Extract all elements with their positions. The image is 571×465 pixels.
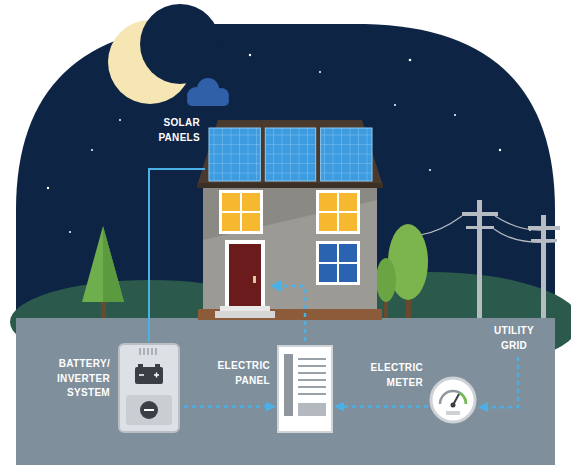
- power-flow-arrow: [184, 405, 274, 408]
- node-label: ELECTRIC PANEL: [207, 359, 270, 388]
- night-sky: [16, 24, 555, 465]
- node-label: ELECTRIC METER: [365, 361, 423, 390]
- node-label: BATTERY/ INVERTER SYSTEM: [34, 357, 110, 401]
- utility-grid-label: UTILITY GRID: [484, 324, 544, 353]
- solar-wire: [149, 169, 205, 342]
- solar-panel-art: [206, 126, 374, 183]
- label-holder: BATTERY/ INVERTER SYSTEM: [34, 357, 110, 401]
- power-flow-arrow: [336, 405, 428, 408]
- house: [197, 120, 383, 320]
- label-holder: UTILITY GRID: [484, 324, 544, 353]
- battery-inverter-art: [118, 343, 180, 433]
- moon: [108, 4, 220, 104]
- electric-panel-art: [277, 345, 333, 433]
- label-holder: ELECTRIC METER: [365, 361, 423, 390]
- electric-meter-dial: ELECTRIC METER: [429, 376, 477, 424]
- node-label: UTILITY GRID: [484, 324, 544, 353]
- ground: [16, 318, 555, 465]
- cloud: [187, 78, 229, 106]
- battery-inverter-box: BATTERY/ INVERTER SYSTEM: [118, 343, 180, 433]
- label-holder: ELECTRIC PANEL: [207, 359, 270, 388]
- panel-to-house-arrow: [270, 280, 305, 341]
- power-flow-arrow: [480, 357, 518, 407]
- node-label: SOLAR PANELS: [148, 116, 200, 145]
- label-holder: SOLAR PANELS: [148, 116, 200, 145]
- power-poles: [420, 200, 560, 322]
- electric-meter-art: [429, 376, 477, 424]
- electric-panel-box: ELECTRIC PANEL: [277, 345, 333, 433]
- solar-panel-array: SOLAR PANELS: [206, 126, 374, 183]
